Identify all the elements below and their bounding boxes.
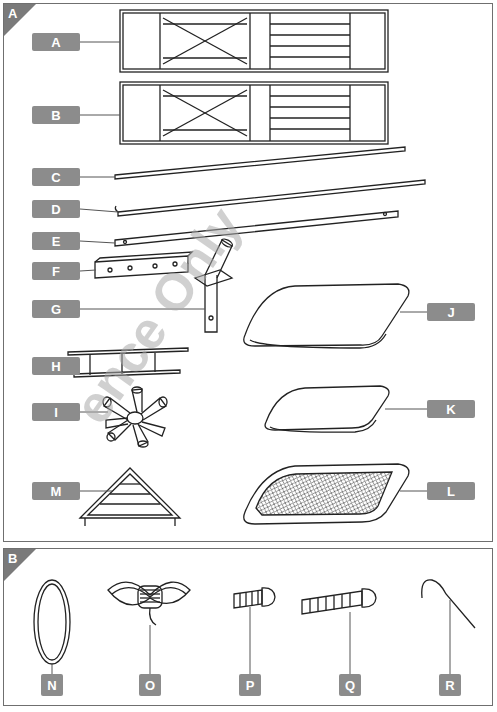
side-frame bbox=[120, 10, 388, 72]
part-letter: J bbox=[427, 303, 475, 321]
rope-bundle bbox=[108, 582, 190, 625]
part-letter: C bbox=[32, 168, 80, 186]
gable-panel bbox=[80, 468, 180, 526]
part-letter: N bbox=[41, 674, 63, 696]
leader-line bbox=[52, 42, 450, 674]
rod bbox=[115, 147, 405, 179]
section-letter: B bbox=[8, 551, 17, 566]
cushion bbox=[265, 386, 389, 432]
part-letter: L bbox=[427, 482, 475, 500]
ground-stake bbox=[422, 580, 475, 628]
part-letter: G bbox=[32, 300, 80, 318]
part-letter: E bbox=[32, 232, 80, 250]
part-letter: O bbox=[139, 674, 161, 696]
rod bbox=[115, 211, 398, 246]
watermark: ence Only bbox=[62, 196, 254, 434]
part-letter: K bbox=[427, 400, 475, 418]
side-frame bbox=[120, 82, 388, 144]
section-letter: A bbox=[8, 6, 17, 21]
mesh-panel bbox=[244, 464, 409, 524]
screw bbox=[234, 588, 275, 608]
part-letter: P bbox=[239, 674, 261, 696]
screw bbox=[302, 589, 376, 614]
part-letter: A bbox=[32, 33, 80, 51]
part-letter: D bbox=[32, 200, 80, 218]
part-letter: F bbox=[32, 262, 80, 280]
part-letter: R bbox=[439, 674, 461, 696]
part-letter: B bbox=[32, 106, 80, 124]
part-letter: M bbox=[32, 482, 80, 500]
ring-cord bbox=[34, 580, 70, 664]
rod bbox=[115, 180, 425, 216]
cushion bbox=[244, 284, 409, 348]
part-letter: Q bbox=[339, 674, 361, 696]
part-letter: H bbox=[32, 357, 80, 375]
